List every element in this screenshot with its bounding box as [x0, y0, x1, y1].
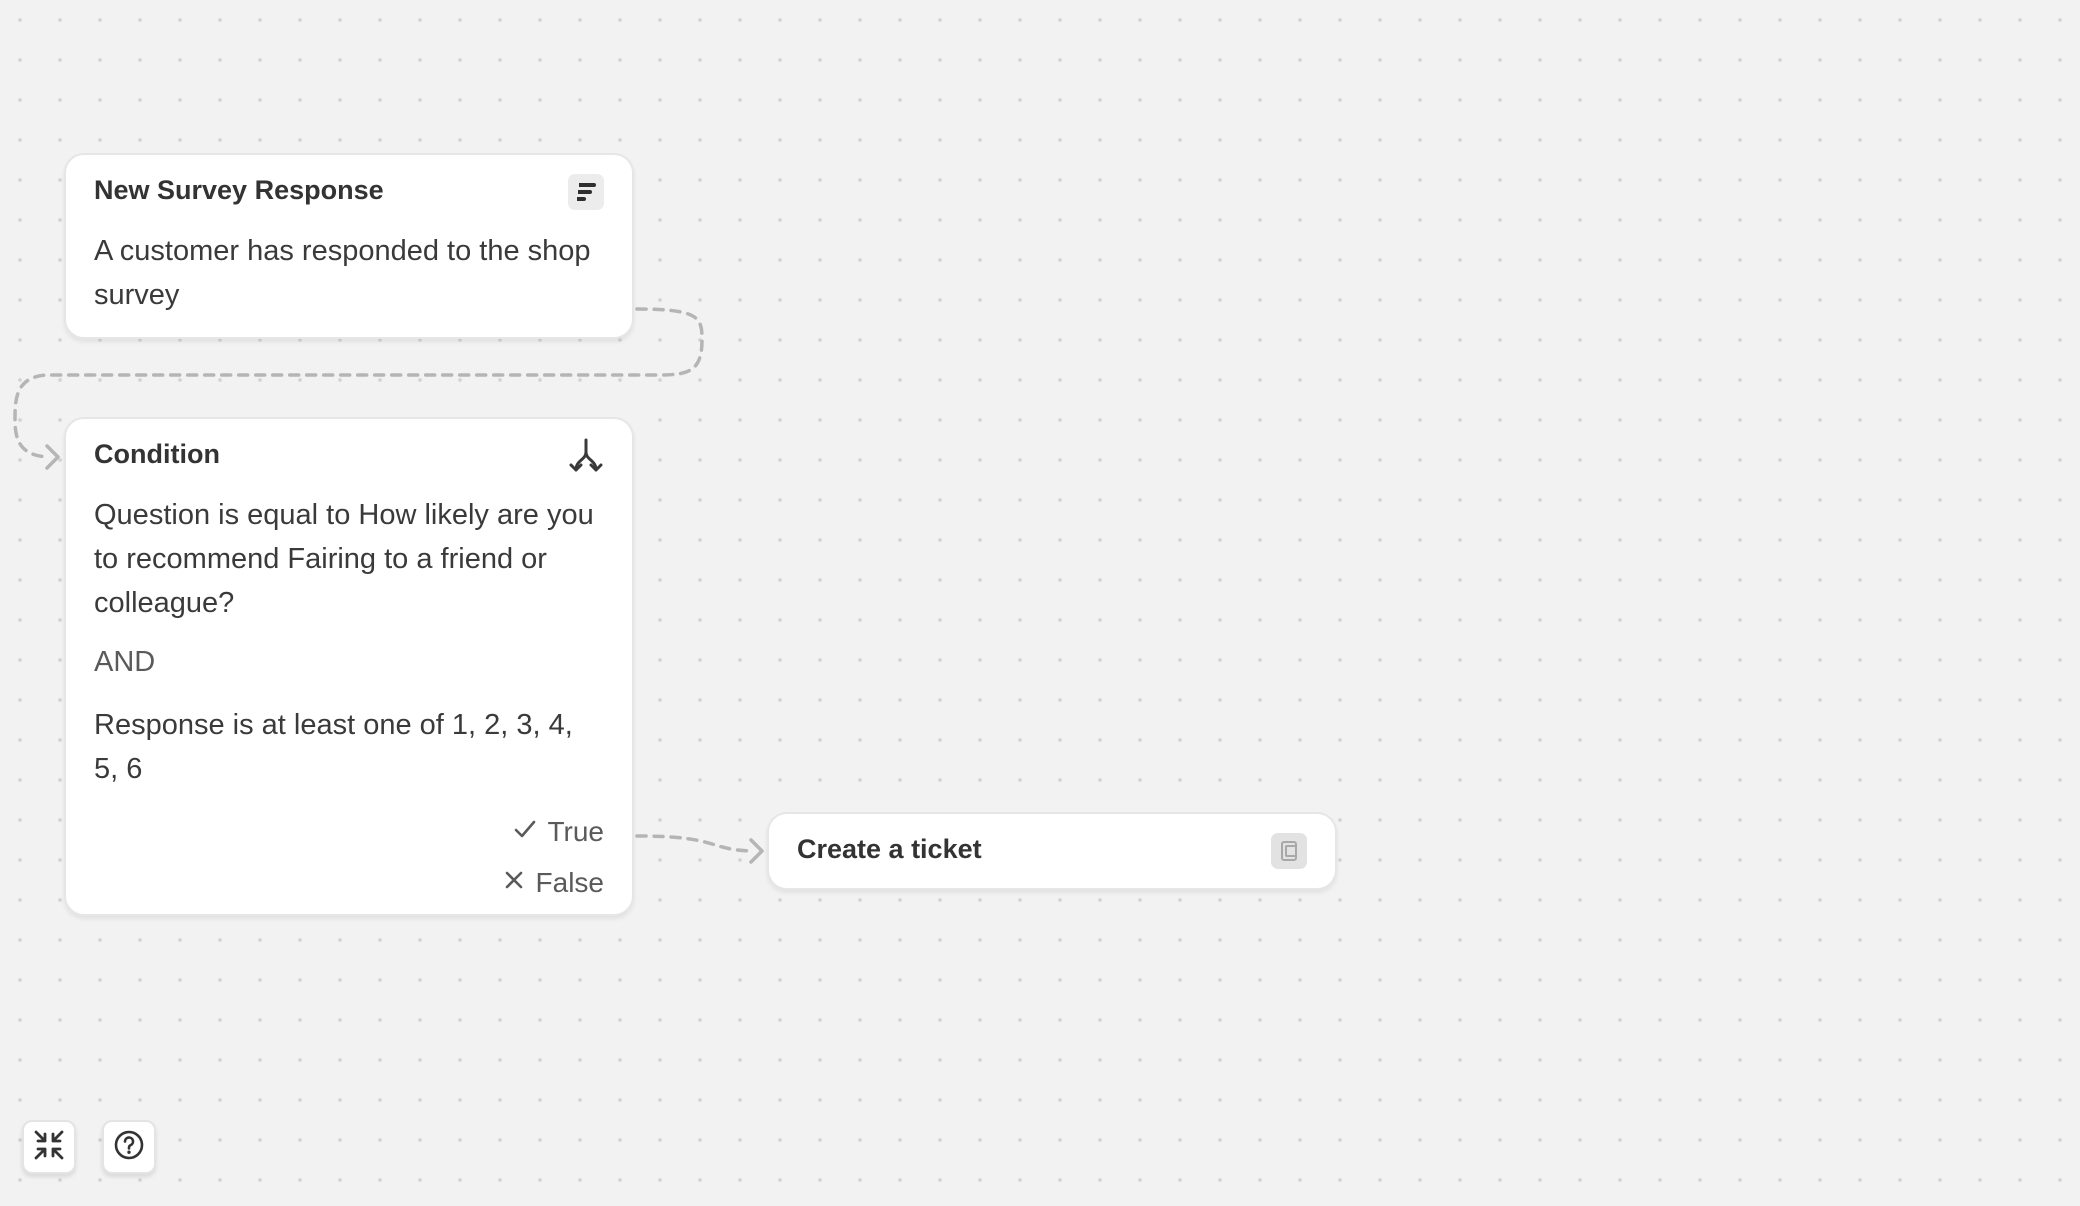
connector-true-to-action	[635, 834, 754, 853]
collapse-arrows-icon	[32, 1128, 66, 1167]
condition-clause-1: Question is equal to How likely are you …	[94, 499, 594, 619]
condition-clause-2: Response is at least one of 1, 2, 3, 4, …	[94, 709, 573, 785]
fairing-logo-icon	[568, 174, 604, 210]
condition-node-title: Condition	[94, 439, 220, 469]
question-circle-icon	[113, 1129, 145, 1166]
check-icon	[513, 816, 537, 848]
connector-arrow-condition	[45, 444, 60, 470]
condition-node[interactable]: Condition Question is equal to How likel…	[64, 417, 634, 916]
branch-false-label: False	[535, 867, 604, 898]
branch-true-label: True	[547, 816, 604, 847]
condition-operator: AND	[94, 646, 156, 678]
trigger-node-description: A customer has responded to the shop sur…	[94, 235, 591, 311]
branch-split-icon	[568, 438, 604, 474]
connector-arrow-action	[749, 838, 764, 864]
ticket-app-icon	[1271, 833, 1307, 869]
help-button[interactable]	[102, 1120, 156, 1174]
action-node-title: Create a ticket	[797, 834, 982, 864]
trigger-node[interactable]: New Survey Response A customer has respo…	[64, 153, 634, 339]
branch-false[interactable]: False	[502, 867, 604, 899]
x-icon	[502, 867, 526, 899]
trigger-node-title: New Survey Response	[94, 175, 384, 205]
fit-view-button[interactable]	[22, 1120, 76, 1174]
branch-true[interactable]: True	[513, 816, 604, 848]
action-node[interactable]: Create a ticket	[767, 812, 1337, 890]
